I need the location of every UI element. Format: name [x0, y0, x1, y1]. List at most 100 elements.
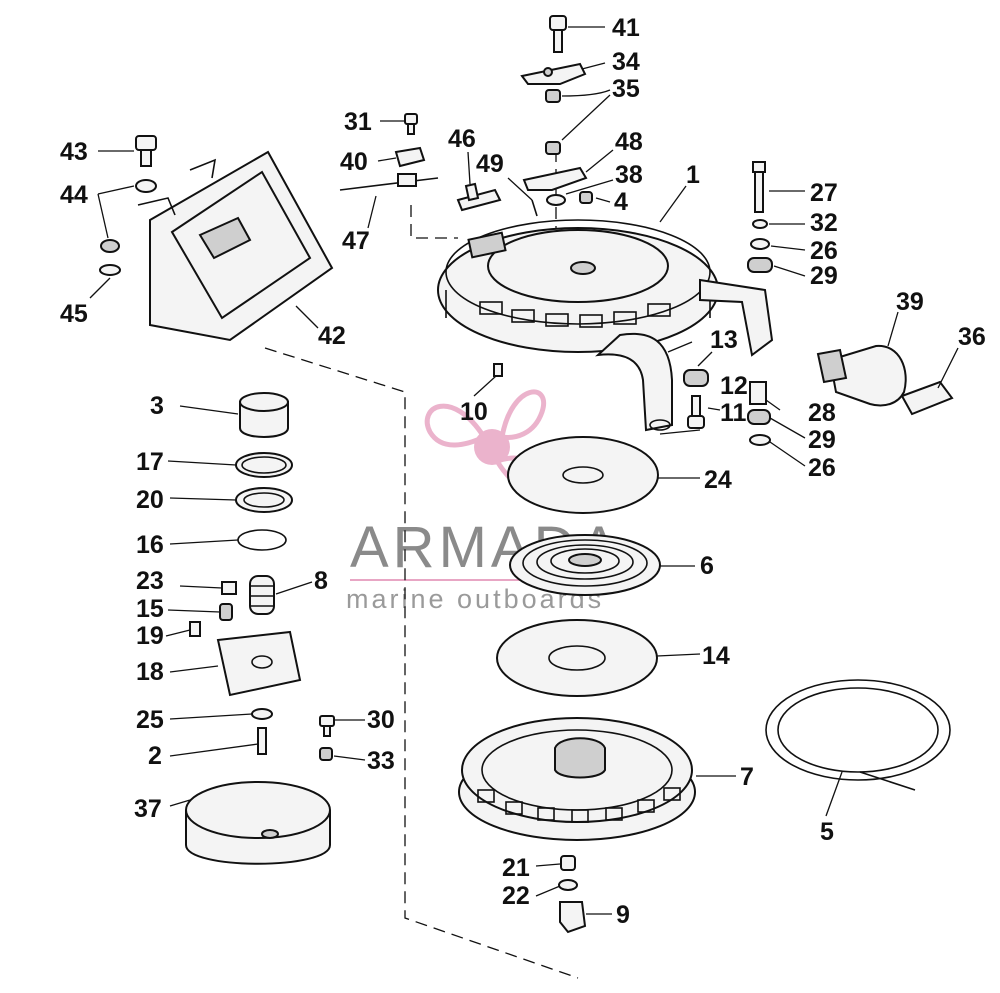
callout-34: 34: [612, 48, 640, 76]
guide-46: [456, 182, 502, 212]
callout-37: 37: [134, 795, 162, 823]
bolt-27: [752, 161, 766, 213]
screw-31: [404, 113, 418, 135]
starter-housing: [437, 219, 774, 432]
pin-19: [189, 621, 201, 637]
callout-27: 27: [810, 179, 838, 207]
callout-49: 49: [476, 150, 504, 178]
callout-10: 10: [460, 398, 488, 426]
cover-42: [137, 150, 334, 342]
callout-29-top: 29: [810, 262, 838, 290]
callout-8: 8: [314, 567, 328, 595]
spring-49: [531, 199, 538, 217]
plate-24: [507, 436, 659, 514]
callout-21: 21: [502, 854, 530, 882]
callout-2: 2: [148, 742, 162, 770]
callout-numbers: 41 34 35 31 46 48 43 40 49 38 1 27 44 4 …: [60, 14, 986, 929]
screw-30: [319, 715, 335, 737]
washer-38: [546, 194, 566, 206]
callout-42: 42: [318, 322, 346, 350]
nut-35-b: [545, 141, 561, 155]
callout-19: 19: [136, 622, 164, 650]
callout-44: 44: [60, 181, 88, 209]
plate-14: [496, 619, 658, 697]
callout-31: 31: [344, 108, 372, 136]
bracket-40: [394, 146, 426, 168]
screw-11: [687, 395, 705, 429]
callout-18: 18: [136, 658, 164, 686]
callout-26-top: 26: [810, 237, 838, 265]
callout-13: 13: [710, 326, 738, 354]
leader-lines: [89, 26, 959, 915]
callout-47: 47: [342, 227, 370, 255]
washer-26-a: [750, 238, 770, 250]
spring-8: [249, 575, 275, 615]
callout-24: 24: [704, 466, 732, 494]
screw-10: [493, 363, 503, 377]
callout-43: 43: [60, 138, 88, 166]
callout-32: 32: [810, 209, 838, 237]
callout-14: 14: [702, 642, 730, 670]
callout-7: 7: [740, 763, 754, 791]
callout-36: 36: [958, 323, 986, 351]
rope-5: [765, 679, 951, 791]
callout-17: 17: [136, 448, 164, 476]
bushing-28: [749, 381, 767, 405]
callout-39: 39: [896, 288, 924, 316]
callout-45: 45: [60, 300, 88, 328]
screw-21: [560, 855, 576, 871]
seal-20: [235, 487, 293, 513]
callout-48: 48: [615, 128, 643, 156]
plate-18: [216, 630, 302, 697]
pulley-7: [458, 717, 696, 841]
screw-41: [549, 15, 567, 53]
callout-25: 25: [136, 706, 164, 734]
callout-46: 46: [448, 125, 476, 153]
callout-20: 20: [136, 486, 164, 514]
washer-32: [752, 219, 768, 229]
pin-23: [221, 581, 237, 595]
washer-26-b: [749, 434, 771, 446]
callout-22: 22: [502, 882, 530, 910]
nut-35-a: [545, 89, 561, 103]
screw-2: [257, 727, 267, 755]
callout-41: 41: [612, 14, 640, 42]
cup-37: [185, 781, 331, 865]
callout-30: 30: [367, 706, 395, 734]
grommet-29-a: [747, 257, 773, 273]
bushing-3: [239, 392, 289, 438]
washer-45: [99, 264, 121, 276]
link-47: [339, 173, 439, 191]
washer-25: [251, 708, 273, 720]
callout-28: 28: [808, 399, 836, 427]
callout-38: 38: [615, 161, 643, 189]
grommet-29-b: [747, 409, 771, 425]
callout-15: 15: [136, 595, 164, 623]
spring-6: [509, 534, 661, 596]
callout-3: 3: [150, 392, 164, 420]
callout-23: 23: [136, 567, 164, 595]
callout-4: 4: [614, 188, 628, 216]
callout-11: 11: [720, 399, 747, 427]
o-ring-17: [235, 452, 293, 478]
nut-33: [319, 747, 333, 761]
callout-9: 9: [616, 901, 630, 929]
bracket-34: [520, 62, 587, 85]
callout-5: 5: [820, 818, 834, 846]
nut-4: [579, 191, 593, 204]
callout-12: 12: [720, 372, 748, 400]
callout-6: 6: [700, 552, 714, 580]
spring-15: [219, 603, 233, 621]
callout-26-bottom: 26: [808, 454, 836, 482]
handle-39: [816, 344, 907, 407]
washers-44: [100, 179, 157, 253]
screw-43: [135, 135, 157, 167]
callout-40: 40: [340, 148, 368, 176]
callout-1: 1: [686, 161, 700, 189]
callout-16: 16: [136, 531, 164, 559]
grommet-13: [683, 369, 709, 387]
washer-22: [558, 879, 578, 891]
callout-35: 35: [612, 75, 640, 103]
